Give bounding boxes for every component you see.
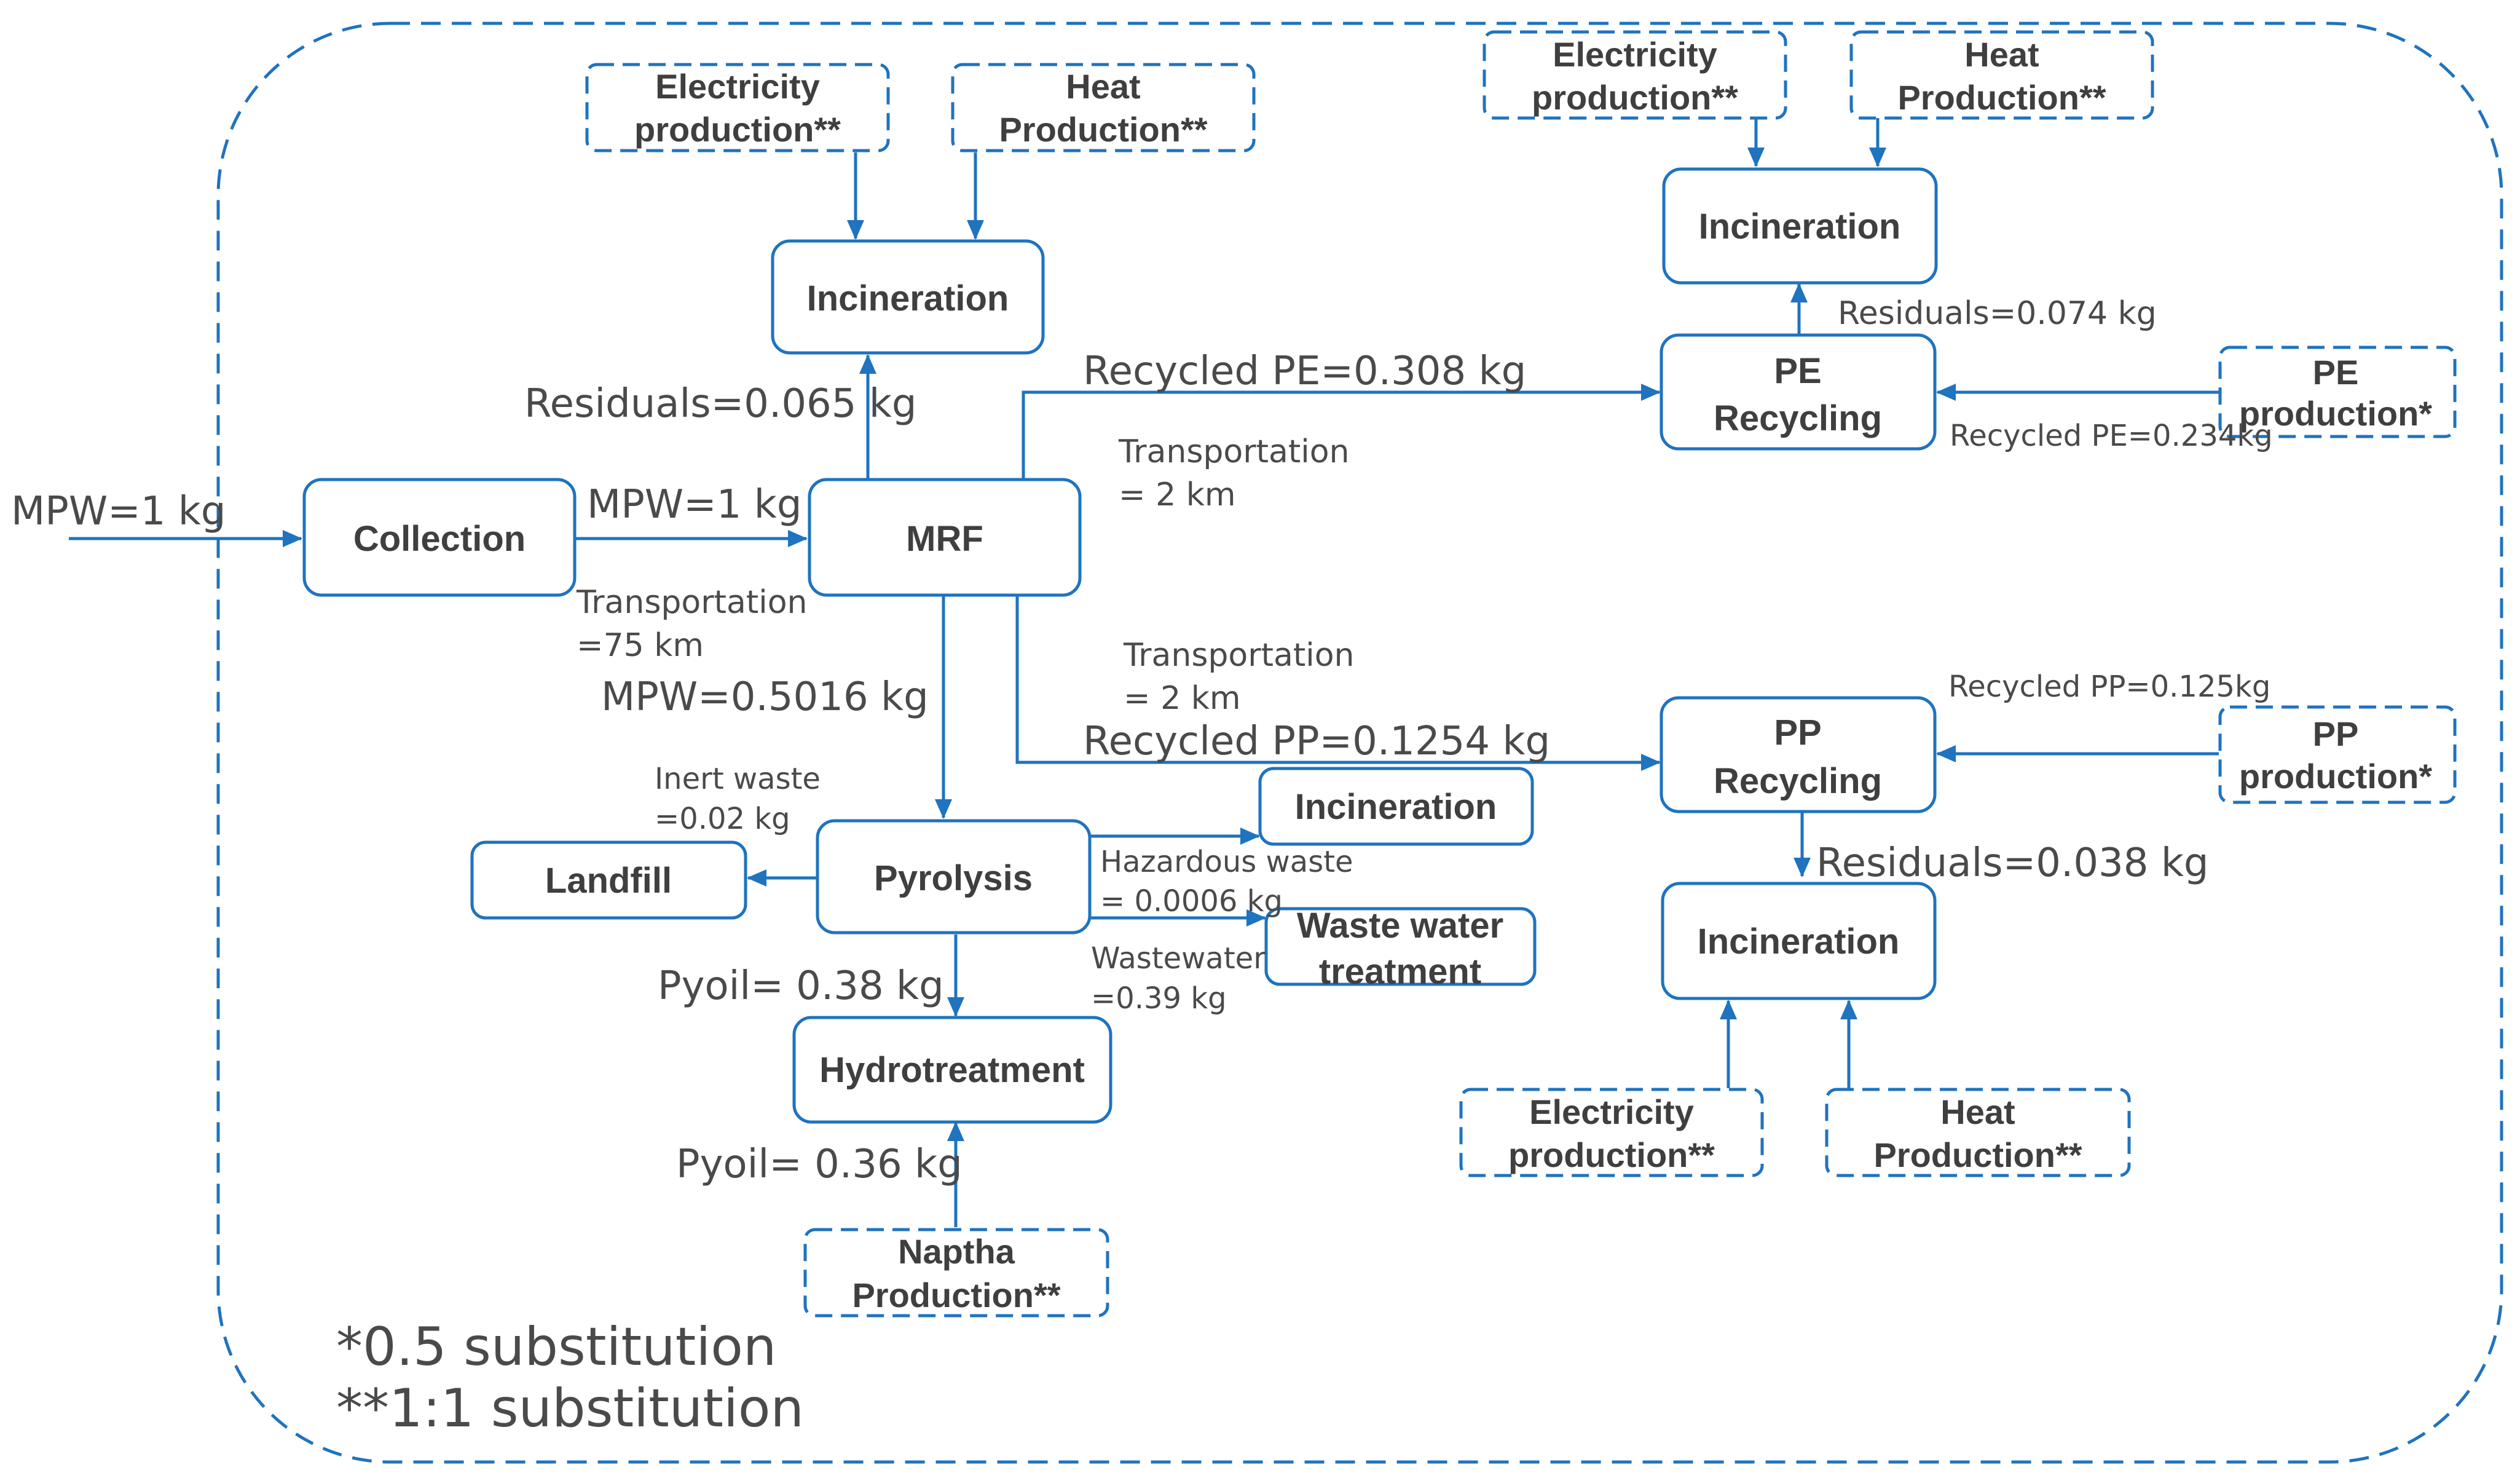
electricity-pe-label-1: Electricity — [1553, 35, 1717, 74]
incineration-top-label: Incineration — [807, 279, 1009, 318]
flow-label-inert-waste-2: =0.02 kg — [655, 802, 790, 836]
flow-label-wastewater-1: Wastewater — [1091, 941, 1266, 976]
flow-label-mpw-pyrolysis: MPW=0.5016 kg — [601, 674, 929, 720]
flow-label-mpw-to-mrf: MPW=1 kg — [587, 482, 801, 528]
system-boundary — [216, 22, 2503, 1464]
heat-pp-label-1: Heat — [1940, 1093, 2015, 1131]
incineration-mid-box: Incineration — [1258, 767, 1534, 846]
pp-production-box: PP production* — [2218, 705, 2457, 804]
flow-label-recycled-pp-sub: Recycled PP=0.125kg — [1948, 670, 2270, 704]
incineration-pp-box: Incineration — [1661, 882, 1937, 1000]
incineration-pp-label: Incineration — [1698, 922, 1900, 962]
heat-production-top-box: Heat Production** — [951, 63, 1256, 152]
electricity-pp-label-1: Electricity — [1529, 1093, 1694, 1131]
flow-label-hazardous-1: Hazardous waste — [1100, 845, 1353, 879]
hydrotreatment-label: Hydrotreatment — [819, 1050, 1085, 1090]
waste-water-label-1: Waste water — [1297, 906, 1503, 946]
pp-production-label-2: production* — [2239, 757, 2432, 796]
naptha-label-2: Production** — [852, 1276, 1060, 1314]
mrf-label: MRF — [906, 519, 983, 559]
incineration-top-box: Incineration — [771, 239, 1045, 355]
flow-arrows — [69, 118, 2219, 1227]
electricity-top-label-2: production** — [634, 110, 841, 149]
naptha-label-1: Naptha — [898, 1232, 1015, 1271]
pyrolysis-box: Pyrolysis — [816, 819, 1092, 935]
waste-water-label-2: treatment — [1319, 952, 1481, 992]
pe-recycling-label-2: Recycling — [1714, 398, 1882, 438]
heat-production-pe-box: Heat Production** — [1849, 30, 2154, 120]
arrow-mrf-to-pe-recycling — [1022, 384, 1661, 480]
pp-recycling-label-2: Recycling — [1714, 761, 1882, 801]
flow-label-transport-pp-1: Transportation — [1123, 637, 1354, 674]
footnote-half-substitution: *0.5 substitution — [336, 1316, 776, 1378]
flow-label-transport-pp-2: = 2 km — [1124, 680, 1240, 717]
landfill-box: Landfill — [470, 840, 747, 920]
flow-label-mpw-input: MPW=1 kg — [11, 489, 226, 534]
flow-label-wastewater-2: =0.39 kg — [1091, 981, 1227, 1016]
flow-label-recycled-pp: Recycled PP=0.1254 kg — [1083, 719, 1550, 764]
heat-top-label-1: Heat — [1066, 67, 1140, 106]
pe-recycling-label-1: PE — [1774, 351, 1821, 391]
flow-label-transport-pe-1: Transportation — [1118, 433, 1349, 470]
flow-label-pyoil-036: Pyoil= 0.36 kg — [676, 1142, 963, 1187]
pe-production-box: PE production* — [2218, 346, 2457, 438]
heat-pe-label-1: Heat — [1964, 35, 2039, 74]
pe-recycling-box: PE Recycling — [1660, 333, 1937, 451]
incineration-pe-label: Incineration — [1699, 207, 1901, 247]
pp-production-label-1: PP — [2313, 714, 2359, 753]
electricity-production-pe-box: Electricity production** — [1482, 30, 1787, 120]
heat-top-label-2: Production** — [999, 110, 1207, 149]
electricity-production-top-box: Electricity production** — [585, 63, 890, 152]
flow-label-transport-75-2: =75 km — [577, 627, 704, 664]
heat-pp-label-2: Production** — [1873, 1136, 2082, 1174]
pe-production-label-1: PE — [2313, 353, 2359, 392]
hydrotreatment-box: Hydrotreatment — [792, 1016, 1112, 1124]
pp-recycling-label-1: PP — [1774, 713, 1821, 753]
incineration-pe-box: Incineration — [1662, 167, 1938, 285]
flow-label-inert-waste-1: Inert waste — [655, 762, 821, 796]
pe-production-label-2: production* — [2239, 394, 2432, 433]
waste-water-treatment-box: Waste water treatment — [1264, 906, 1537, 992]
flow-label-residuals-mrf: Residuals=0.065 kg — [524, 381, 917, 427]
arrow-mrf-to-pp-recycling — [1015, 596, 1661, 771]
footnote-full-substitution: **1:1 substitution — [336, 1378, 804, 1439]
flow-label-hazardous-2: = 0.0006 kg — [1100, 884, 1283, 919]
heat-pe-label-2: Production** — [1897, 78, 2106, 117]
flow-label-pyoil-038: Pyoil= 0.38 kg — [658, 963, 944, 1009]
mrf-box: MRF — [808, 478, 1082, 597]
flow-label-transport-pe-2: = 2 km — [1119, 476, 1235, 513]
electricity-top-label-1: Electricity — [655, 67, 820, 106]
heat-production-pp-box: Heat Production** — [1825, 1088, 2131, 1177]
collection-box: Collection — [302, 478, 577, 597]
naptha-production-box: Naptha Production** — [803, 1228, 1109, 1318]
landfill-label: Landfill — [545, 861, 672, 901]
incineration-mid-label: Incineration — [1295, 787, 1497, 827]
flow-label-residuals-pp: Residuals=0.038 kg — [1816, 840, 2209, 886]
flow-label-recycled-pe-sub: Recycled PE=0.234kg — [1950, 419, 2273, 453]
electricity-production-pp-box: Electricity production** — [1459, 1088, 1764, 1177]
pp-recycling-box: PP Recycling — [1660, 696, 1937, 813]
electricity-pp-label-2: production** — [1508, 1136, 1715, 1174]
flow-label-transport-75-1: Transportation — [576, 584, 807, 621]
flow-label-recycled-pe: Recycled PE=0.308 kg — [1083, 349, 1526, 394]
flow-label-residuals-pe: Residuals=0.074 kg — [1838, 295, 2157, 332]
electricity-pe-label-2: production** — [1532, 78, 1738, 117]
pyrolysis-label: Pyrolysis — [874, 858, 1033, 898]
collection-label: Collection — [353, 519, 526, 559]
